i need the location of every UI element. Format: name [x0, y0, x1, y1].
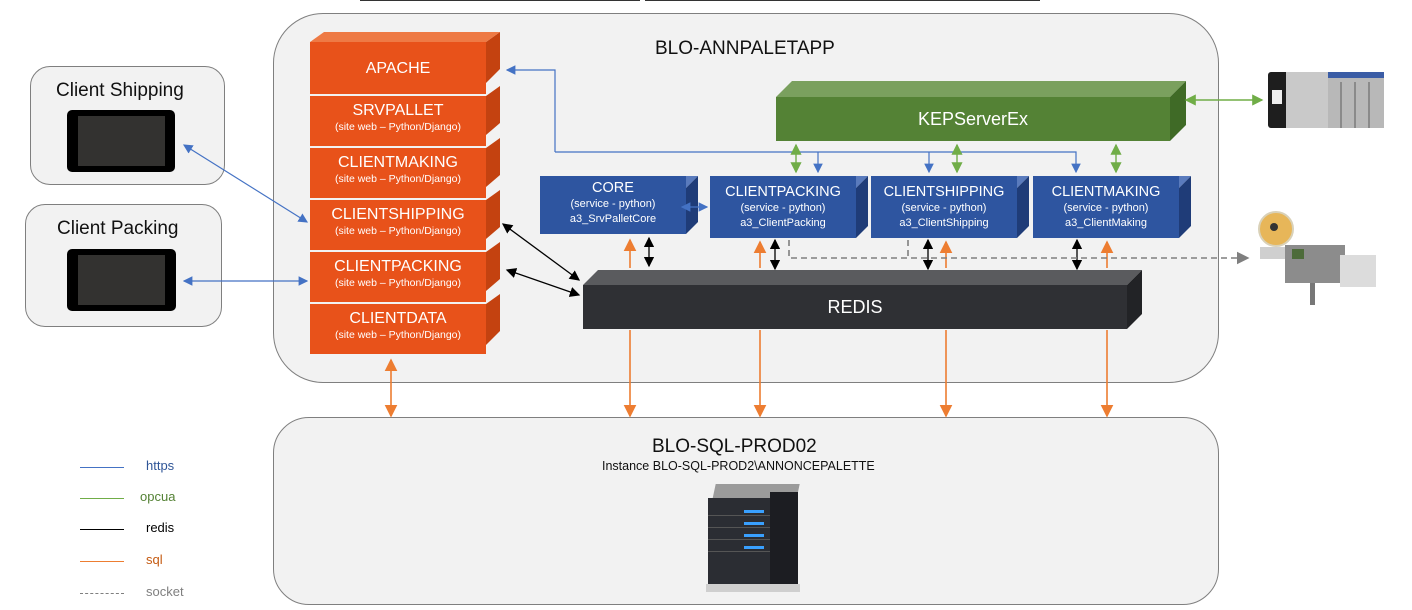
legend-opcua-label: opcua	[140, 489, 176, 504]
web-clientdata[interactable]: CLIENTDATA (site web – Python/Django)	[310, 304, 486, 354]
database-server-icon	[706, 484, 800, 594]
redis-box[interactable]: REDIS	[583, 285, 1127, 329]
service-clientmaking-id: a3_ClientMaking	[1065, 217, 1147, 229]
tablet-icon[interactable]	[67, 249, 176, 311]
service-clientpacking-label: CLIENTPACKING	[725, 184, 841, 200]
service-clientshipping-sub: (service - python)	[901, 202, 987, 214]
redis-label: REDIS	[827, 297, 883, 317]
web-clientshipping-sub: (site web – Python/Django)	[334, 225, 462, 237]
redis-link	[501, 223, 581, 281]
web-clientpacking[interactable]: CLIENTPACKING (site web – Python/Django)	[310, 252, 486, 302]
kepserver-3d	[776, 81, 1186, 141]
sql-server-title: BLO-SQL-PROD02	[652, 436, 817, 457]
web-srvpallet[interactable]: SRVPALLET (site web – Python/Django)	[310, 96, 486, 146]
https-link	[555, 151, 1081, 174]
plc-controller-icon	[1268, 68, 1386, 130]
top-border-line	[360, 0, 640, 1]
https-link	[182, 144, 309, 223]
app-server-title: BLO-ANNPALETAPP	[655, 38, 835, 59]
web-apache[interactable]: APACHE	[310, 42, 486, 94]
service-core-label: CORE	[592, 180, 634, 196]
service-clientpacking-sub: (service - python)	[740, 202, 826, 214]
legend-sql-label: sql	[146, 552, 163, 567]
label-printer-icon	[1250, 205, 1380, 305]
client-packing-title: Client Packing	[57, 218, 179, 239]
web-clientmaking-sub: (site web – Python/Django)	[334, 173, 462, 185]
service-clientmaking[interactable]: CLIENTMAKING (service - python) a3_Clien…	[1033, 176, 1179, 238]
web-srvpallet-label: SRVPALLET	[352, 102, 444, 119]
web-srvpallet-sub: (site web – Python/Django)	[334, 121, 462, 133]
client-shipping-title: Client Shipping	[56, 80, 184, 101]
legend-redis-label: redis	[146, 520, 175, 535]
web-clientmaking-label: CLIENTMAKING	[337, 154, 458, 171]
web-clientdata-sub: (site web – Python/Django)	[334, 329, 462, 341]
web-clientshipping[interactable]: CLIENTSHIPPING (site web – Python/Django…	[310, 200, 486, 250]
tablet-icon[interactable]	[67, 110, 175, 172]
sql-instance-label: Instance BLO-SQL-PROD2\ANNONCEPALETTE	[602, 459, 875, 473]
web-apache-label: APACHE	[365, 60, 431, 77]
legend-https-label: https	[146, 458, 175, 473]
service-clientshipping[interactable]: CLIENTSHIPPING (service - python) a3_Cli…	[871, 176, 1017, 238]
kepserver-label: KEPServerEx	[917, 109, 1029, 129]
service-clientmaking-label: CLIENTMAKING	[1051, 184, 1161, 200]
service-clientpacking[interactable]: CLIENTPACKING (service - python) a3_Clie…	[710, 176, 856, 238]
web-clientmaking[interactable]: CLIENTMAKING (site web – Python/Django)	[310, 148, 486, 198]
legend-socket-label: socket	[146, 584, 184, 599]
service-clientpacking-id: a3_ClientPacking	[740, 217, 826, 229]
service-clientmaking-sub: (service - python)	[1063, 202, 1149, 214]
socket-link	[788, 240, 1250, 265]
service-clientshipping-id: a3_ClientShipping	[899, 217, 989, 229]
service-core-sub: (service - python)	[570, 198, 656, 210]
web-stack-3d	[310, 32, 500, 345]
redis-3d	[583, 270, 1142, 329]
top-border-line	[645, 0, 1040, 1]
web-clientdata-label: CLIENTDATA	[349, 310, 447, 327]
service-core-id: a3_SrvPalletCore	[569, 213, 657, 225]
web-clientpacking-label: CLIENTPACKING	[334, 258, 462, 275]
web-clientpacking-sub: (site web – Python/Django)	[334, 277, 462, 289]
service-clientshipping-label: CLIENTSHIPPING	[883, 184, 1005, 200]
web-clientshipping-label: CLIENTSHIPPING	[331, 206, 465, 223]
kepserver-box[interactable]: KEPServerEx	[776, 97, 1170, 141]
redis-link	[505, 268, 581, 297]
https-link	[505, 65, 556, 152]
